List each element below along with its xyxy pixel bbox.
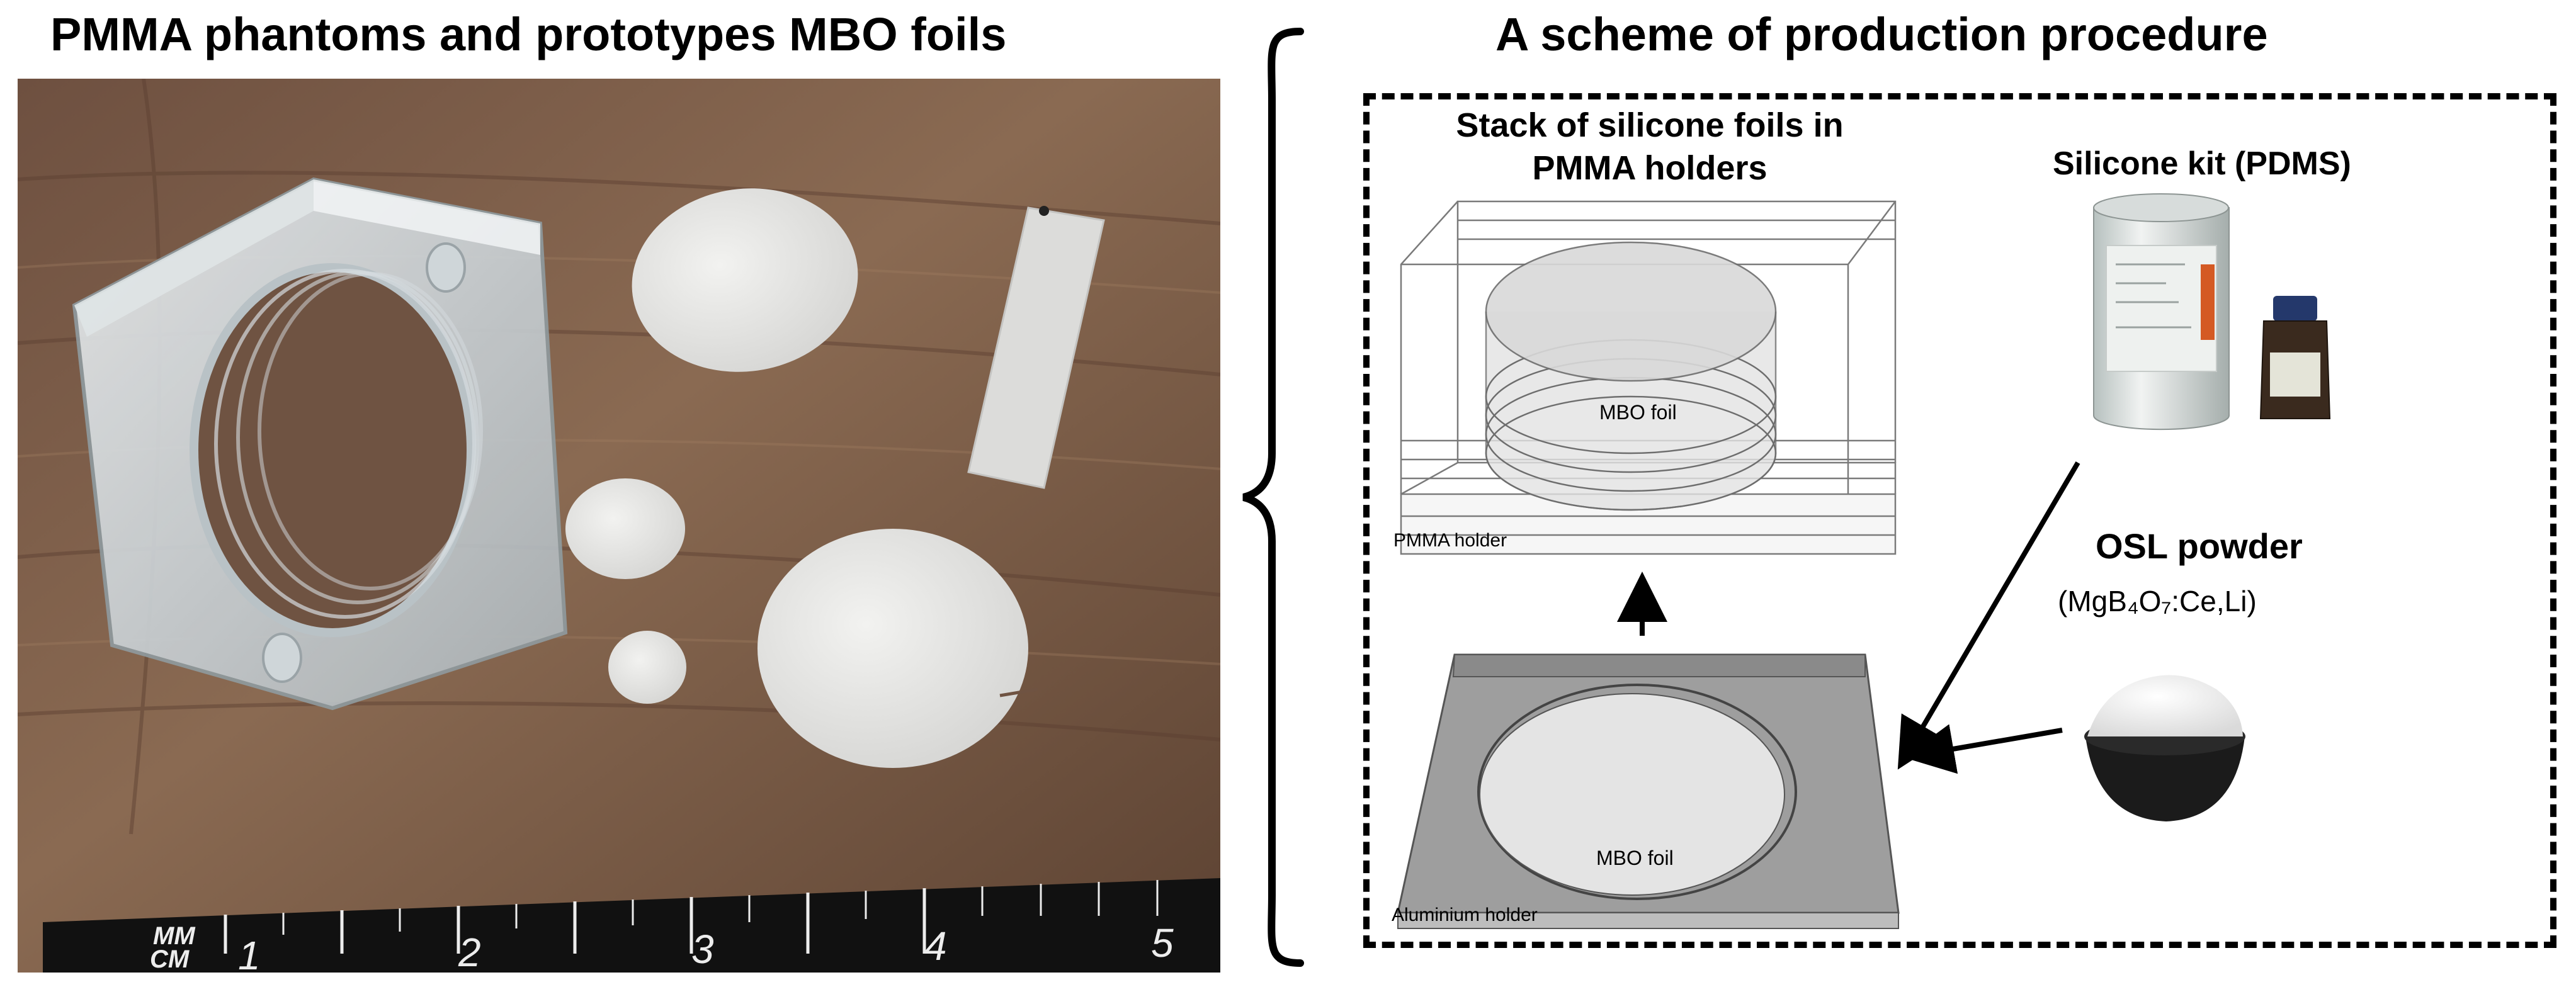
mbo-foil-disc	[1479, 693, 1785, 896]
silicone-can	[2093, 193, 2230, 431]
curly-brace	[1242, 28, 1304, 967]
ruler-number-4: 4	[924, 923, 947, 969]
aluminium-holder	[1397, 653, 1900, 929]
pmma-holder-label: PMMA holder	[1393, 530, 1507, 551]
ruler-number-3: 3	[691, 927, 714, 972]
mbo-foil-large-bottom	[757, 529, 1028, 768]
ruler-unit-cm: CM	[150, 945, 190, 973]
ruler-number-1: 1	[238, 933, 261, 973]
osl-powder-label: OSL powder	[2096, 526, 2303, 566]
curing-agent-bottle	[2259, 296, 2331, 419]
mbo-foil-small	[565, 478, 685, 579]
stack-label: Stack of silicone foils in PMMA holders	[1456, 106, 1844, 187]
mbo-foil-bottom-label: MBO foil	[1596, 847, 1674, 869]
arrow-silicone-to-holder	[1897, 461, 2080, 770]
ruler-unit-mm: MM	[153, 922, 196, 950]
pmma-square-holder	[72, 177, 568, 711]
ruler-number-5: 5	[1151, 920, 1174, 966]
mbo-foil-top-label: MBO foil	[1599, 401, 1677, 424]
strip-mark	[1039, 206, 1049, 216]
mbo-foil-large-top	[632, 188, 858, 372]
mbo-foil-strip	[967, 206, 1105, 489]
left-panel-title: PMMA phantoms and prototypes MBO foils	[50, 8, 1007, 60]
ruler: MM CM 1 2 3 4 5	[43, 878, 1220, 973]
right-panel-title: A scheme of production procedure	[1495, 8, 2268, 60]
osl-formula-label: (MgB₄O₇:Ce,Li)	[2058, 585, 2257, 618]
aluminium-holder-label: Aluminium holder	[1392, 905, 1538, 925]
ruler-number-2: 2	[458, 930, 481, 973]
silicone-foil-cylinder	[1485, 241, 1777, 511]
mbo-foil-tiny	[608, 631, 686, 704]
silicone-kit-label: Silicone kit (PDMS)	[2053, 145, 2351, 182]
arrow-powder-to-holder	[1904, 724, 2063, 774]
osl-powder-bowl	[2084, 675, 2245, 821]
scheme-box	[1363, 93, 2556, 948]
pmma-phantoms-photo: MM CM 1 2 3 4 5	[18, 79, 1220, 973]
